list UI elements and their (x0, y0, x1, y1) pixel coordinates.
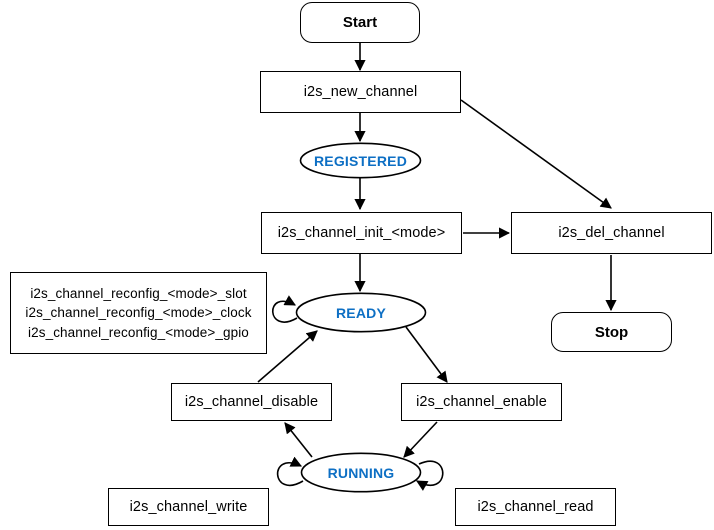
node-start[interactable]: Start (300, 2, 420, 43)
node-i2s-channel-disable-label: i2s_channel_disable (184, 393, 319, 410)
node-i2s-del-channel-label: i2s_del_channel (558, 224, 665, 241)
edge-running-self-loop-left (276, 456, 304, 487)
node-i2s-channel-read[interactable]: i2s_channel_read (455, 488, 616, 526)
node-i2s-del-channel[interactable]: i2s_del_channel (511, 212, 712, 254)
node-i2s-channel-write-label: i2s_channel_write (129, 498, 248, 515)
node-stop-label: Stop (594, 323, 629, 341)
node-i2s-channel-read-label: i2s_channel_read (477, 498, 594, 515)
node-i2s-new-channel-label: i2s_new_channel (303, 83, 418, 100)
node-i2s-new-channel[interactable]: i2s_new_channel (260, 71, 461, 113)
node-i2s-channel-write[interactable]: i2s_channel_write (108, 488, 269, 526)
node-i2s-channel-enable-label: i2s_channel_enable (416, 393, 547, 410)
edge-channel-disable-to-ready (257, 330, 318, 383)
node-registered-ellipse[interactable] (299, 142, 422, 179)
edge-running-to-channel-disable (284, 422, 313, 458)
node-ready-ellipse[interactable] (295, 292, 427, 333)
node-start-label: Start (342, 14, 378, 31)
node-i2s-channel-reconfig[interactable]: i2s_channel_reconfig_<mode>_slot i2s_cha… (10, 272, 267, 354)
edge-new-channel-to-del-channel (460, 99, 612, 209)
edge-ready-to-channel-enable (405, 326, 448, 383)
node-running-ellipse[interactable] (300, 452, 422, 493)
node-i2s-channel-init-label: i2s_channel_init_<mode> (277, 224, 446, 241)
edge-channel-enable-to-running (403, 421, 438, 458)
node-i2s-channel-init[interactable]: i2s_channel_init_<mode> (261, 212, 462, 254)
edge-running-self-loop-right (416, 460, 444, 491)
node-i2s-channel-enable[interactable]: i2s_channel_enable (401, 383, 562, 421)
edge-ready-self-loop (272, 295, 298, 323)
node-i2s-channel-reconfig-label: i2s_channel_reconfig_<mode>_slot i2s_cha… (25, 286, 252, 340)
node-i2s-channel-disable[interactable]: i2s_channel_disable (171, 383, 332, 421)
node-stop[interactable]: Stop (551, 312, 672, 352)
